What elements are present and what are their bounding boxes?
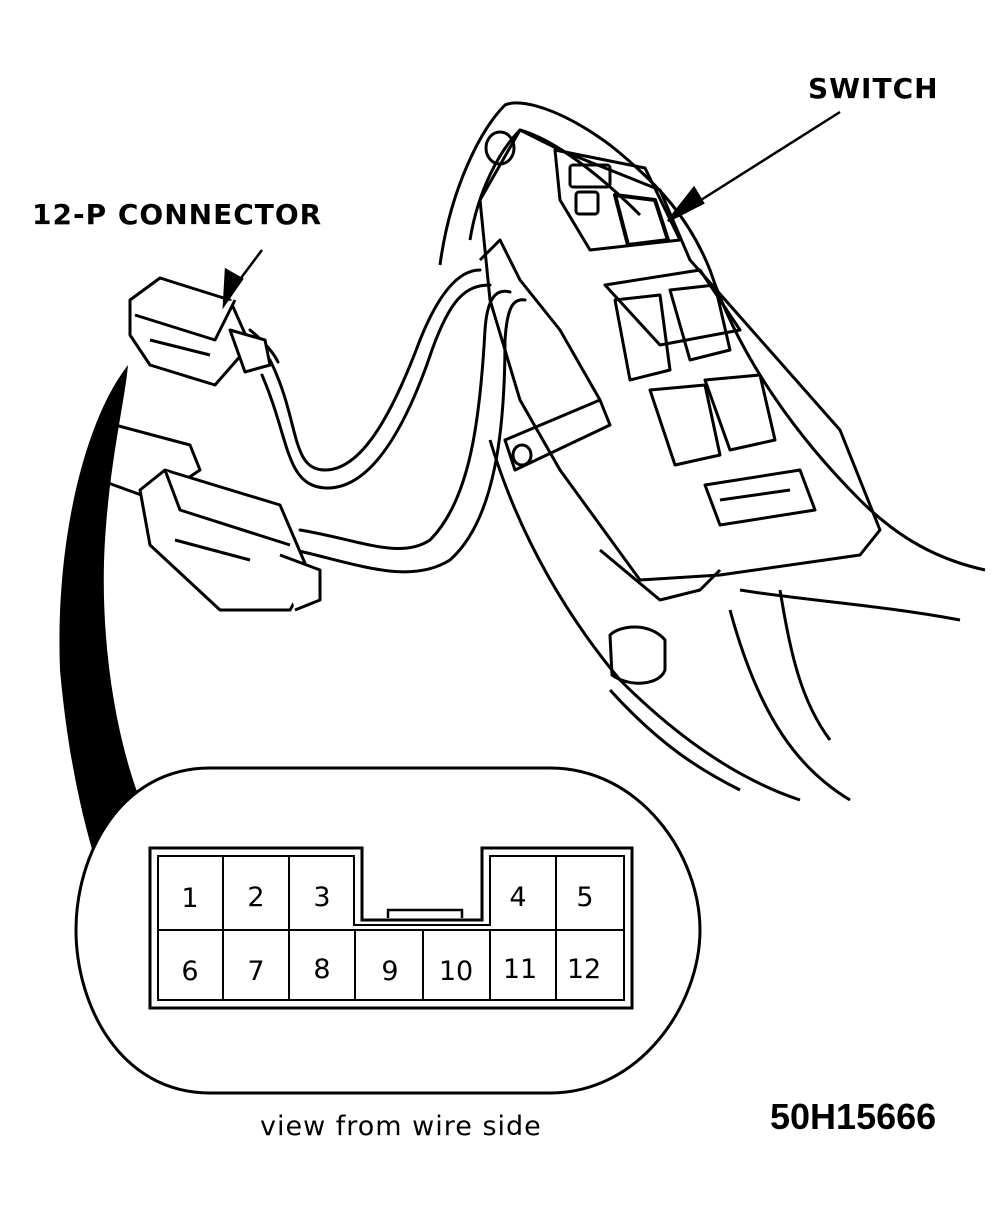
pin-5: 5 <box>576 882 593 913</box>
door-panel <box>438 101 986 802</box>
pin-3: 3 <box>313 882 330 913</box>
pin-1: 1 <box>181 883 198 914</box>
pin-7: 7 <box>247 956 264 987</box>
leader-arrows <box>222 110 841 310</box>
switch-label: SWITCH <box>808 72 939 105</box>
pin-2: 2 <box>247 882 264 913</box>
view-caption: view from wire side <box>260 1111 542 1142</box>
pin-12: 12 <box>567 954 601 985</box>
connector-pin-face <box>148 846 634 1010</box>
connector-pair-lower <box>93 423 322 612</box>
pin-11: 11 <box>503 954 537 985</box>
wire-harness <box>248 268 527 574</box>
connector-12p <box>128 276 272 387</box>
window-switch-assembly <box>478 148 817 602</box>
pin-numbers: 1 2 3 4 5 6 7 8 9 10 11 12 <box>181 882 601 987</box>
pin-4: 4 <box>509 882 526 913</box>
pin-10: 10 <box>439 956 473 987</box>
pin-6: 6 <box>181 956 198 987</box>
pin-9: 9 <box>381 956 398 987</box>
figure-id: 50H15666 <box>770 1096 936 1137</box>
connector-label: 12-P CONNECTOR <box>32 198 322 231</box>
magnifier-tail <box>59 365 140 860</box>
pin-8: 8 <box>313 954 330 985</box>
